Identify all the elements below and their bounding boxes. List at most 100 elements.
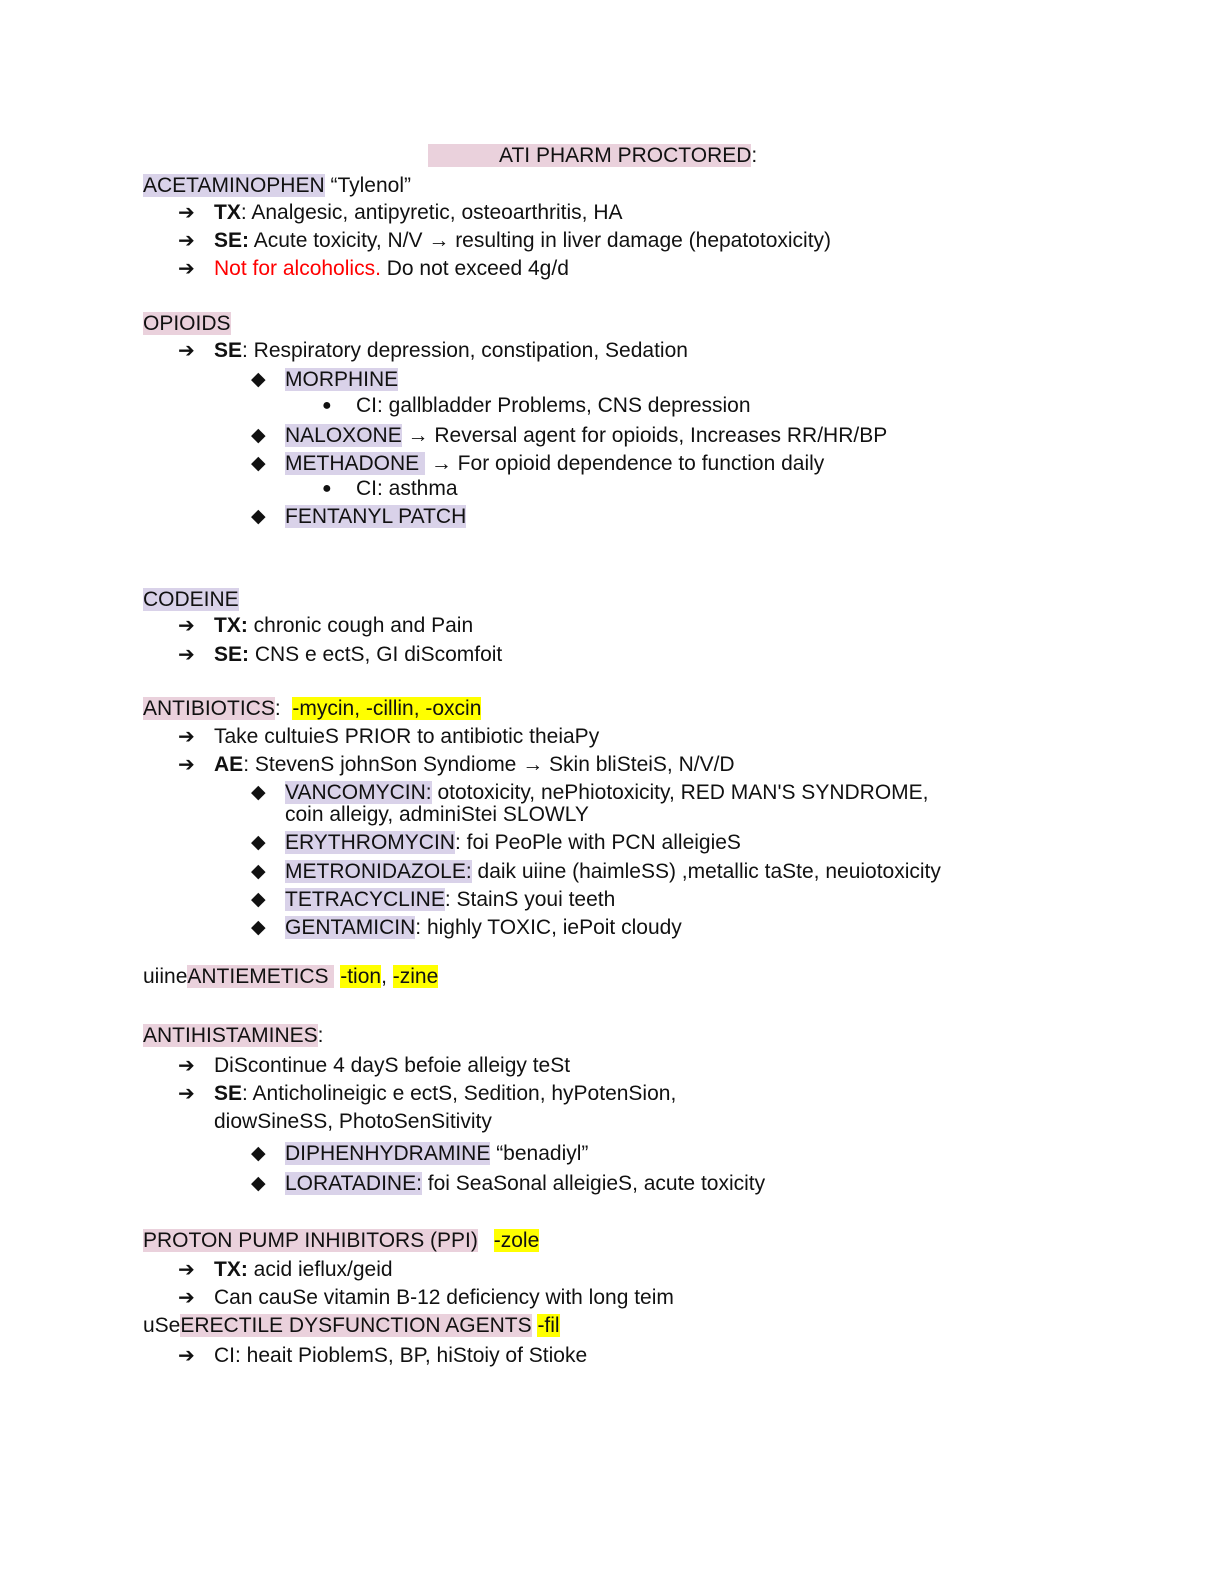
antibiotics-colon: : <box>274 697 293 720</box>
gentamicin-text: : highly TOXIC, iePoit cloudy <box>415 916 682 939</box>
tetracycline-text: : StainS youi teeth <box>444 888 616 911</box>
arrow-icon: ➔ <box>178 1345 195 1367</box>
ci-text: CI: heait PioblemS, BP, hiStoiy of Stiok… <box>214 1344 588 1367</box>
antiemetics-suffix1: -tion <box>340 965 382 988</box>
se-label: SE: <box>214 643 250 666</box>
ae-label: AE <box>214 753 244 776</box>
se-text: : Respiratory depression, constipation, … <box>242 339 688 362</box>
arrow-icon: ➔ <box>178 1055 195 1077</box>
codeine-heading: CODEINE <box>143 587 239 613</box>
ed-suffix: -fil <box>537 1314 560 1337</box>
antiemetics-heading: uiineANTIEMETICS -tion, -zine <box>143 964 439 990</box>
arrow-icon: ➔ <box>178 726 195 748</box>
naloxone-text: → Reversal agent for opioids, Increases … <box>401 424 888 447</box>
arrow-icon: ➔ <box>178 1259 195 1281</box>
diamond-bullet-icon: ◆ <box>251 1143 266 1164</box>
fentanyl-name: FENTANYL PATCH <box>285 505 467 528</box>
arrow-icon: ➔ <box>178 754 195 776</box>
methadone-text: → For opioid dependence to function dail… <box>425 452 825 475</box>
codeine-name: CODEINE <box>143 588 239 611</box>
page-title: ATI PHARM PROCTORED: <box>428 143 757 169</box>
diamond-bullet-icon: ◆ <box>251 832 266 853</box>
erythromycin-name: ERYTHROMYCIN <box>285 831 455 854</box>
antihistamines-heading: ANTIHISTAMINES: <box>143 1023 323 1049</box>
gentamicin-name: GENTAMICIN <box>285 916 416 939</box>
loratadine-text: foi SeaSonal alleigieS, acute toxicity <box>421 1172 766 1195</box>
metronidazole-text: daik uiine (haimleSS) ,metallic taSte, n… <box>471 860 941 883</box>
item-text: DiScontinue 4 dayS befoie alleigy teSt <box>214 1054 571 1077</box>
diphenhydramine-name: DIPHENHYDRAMINE <box>285 1142 491 1165</box>
arrow-icon: ➔ <box>178 1083 195 1105</box>
ppi-heading: PROTON PUMP INHIBITORS (PPI) -zole <box>143 1228 540 1254</box>
diamond-bullet-icon: ◆ <box>251 425 266 446</box>
page-title-colon: : <box>751 144 758 167</box>
methadone-name: METHADONE <box>285 452 426 475</box>
tx-label: TX: <box>214 1258 248 1281</box>
se-text: CNS e ectS, GI diScomfoit <box>249 643 503 666</box>
se-text: : Anticholineigic e ectS, Sedition, hyPo… <box>242 1082 677 1105</box>
dot-bullet-icon: ● <box>322 480 332 497</box>
diamond-bullet-icon: ◆ <box>251 506 266 527</box>
ppi-suffix: -zole <box>493 1229 540 1252</box>
antibiotics-suffixes: -mycin, -cillin, -oxcin <box>292 697 482 720</box>
antiemetics-comma: , <box>381 965 393 988</box>
antihistamines-se-cont: diowSineSS, PhotoSenSitivity <box>214 1110 492 1133</box>
methadone-ci-text: CI: asthma <box>356 477 458 500</box>
diamond-bullet-icon: ◆ <box>251 889 266 910</box>
ed-prefix: uSe <box>143 1314 181 1337</box>
se-label: SE: <box>214 229 250 252</box>
tetracycline-name: TETRACYCLINE <box>285 888 445 911</box>
antihistamines-name: ANTIHISTAMINES <box>143 1024 318 1047</box>
tx-text: acid ieflux/geid <box>247 1258 393 1281</box>
vancomycin-text: ototoxicity, nePhiotoxicity, RED MAN'S S… <box>431 781 929 804</box>
erythromycin-text: : foi PeoPle with PCN alleigieS <box>454 831 741 854</box>
opioids-name: OPIOIDS <box>143 312 231 335</box>
page-title-text: ATI PHARM PROCTORED <box>428 144 752 167</box>
tx-label: TX <box>214 201 241 224</box>
opioids-heading: OPIOIDS <box>143 311 231 337</box>
arrow-icon: ➔ <box>178 644 195 666</box>
diphenhydramine-text: “benadiyl” <box>490 1142 589 1165</box>
diamond-bullet-icon: ◆ <box>251 917 266 938</box>
ed-heading: uSeERECTILE DYSFUNCTION AGENTS -fil <box>143 1313 560 1339</box>
loratadine-name: LORATADINE: <box>285 1172 422 1195</box>
diamond-bullet-icon: ◆ <box>251 1173 266 1194</box>
morphine-name: MORPHINE <box>285 368 399 391</box>
antiemetics-prefix: uiine <box>143 965 188 988</box>
antibiotics-name: ANTIBIOTICS <box>143 697 275 720</box>
tx-text: : Analgesic, antipyretic, osteoarthritis… <box>240 201 623 224</box>
arrow-icon: ➔ <box>178 340 195 362</box>
ppi-name: PROTON PUMP INHIBITORS (PPI) <box>143 1229 478 1252</box>
tx-text: chronic cough and Pain <box>247 614 474 637</box>
antiemetics-suffix2: -zine <box>392 965 439 988</box>
warning-rest: Do not exceed 4g/d <box>380 257 569 280</box>
se-label: SE <box>214 339 243 362</box>
antiemetics-name: ANTIEMETICS <box>187 965 335 988</box>
arrow-icon: ➔ <box>178 202 195 224</box>
ae-text: : StevenS johnSon Syndiome → Skin bliSte… <box>243 753 735 776</box>
antibiotics-heading: ANTIBIOTICS: -mycin, -cillin, -oxcin <box>143 696 482 722</box>
warning-text: Not for alcoholics. <box>214 257 381 280</box>
naloxone-name: NALOXONE <box>285 424 402 447</box>
diamond-bullet-icon: ◆ <box>251 369 266 390</box>
se-label: SE <box>214 1082 243 1105</box>
antihistamines-colon: : <box>317 1024 324 1047</box>
acetaminophen-brand: “Tylenol” <box>324 174 411 197</box>
vancomycin-name: VANCOMYCIN: <box>285 781 432 804</box>
arrow-icon: ➔ <box>178 1287 195 1309</box>
item-text: Can cauSe vitamin B-12 deficiency with l… <box>214 1286 674 1309</box>
arrow-icon: ➔ <box>178 615 195 637</box>
metronidazole-name: METRONIDAZOLE: <box>285 860 472 883</box>
arrow-icon: ➔ <box>178 258 195 280</box>
dot-bullet-icon: ● <box>322 397 332 414</box>
arrow-icon: ➔ <box>178 230 195 252</box>
morphine-ci-text: CI: gallbladder Problems, CNS depression <box>356 394 751 417</box>
ed-name: ERECTILE DYSFUNCTION AGENTS <box>180 1314 532 1337</box>
tx-label: TX: <box>214 614 248 637</box>
se-text: Acute toxicity, N/V → resulting in liver… <box>249 229 832 252</box>
item-text: Take cultuieS PRIOR to antibiotic theiaP… <box>214 725 600 748</box>
diamond-bullet-icon: ◆ <box>251 453 266 474</box>
vancomycin-text-cont: coin alleigy, adminiStei SLOWLY <box>285 803 589 826</box>
acetaminophen-name: ACETAMINOPHEN <box>143 174 325 197</box>
diamond-bullet-icon: ◆ <box>251 861 266 882</box>
